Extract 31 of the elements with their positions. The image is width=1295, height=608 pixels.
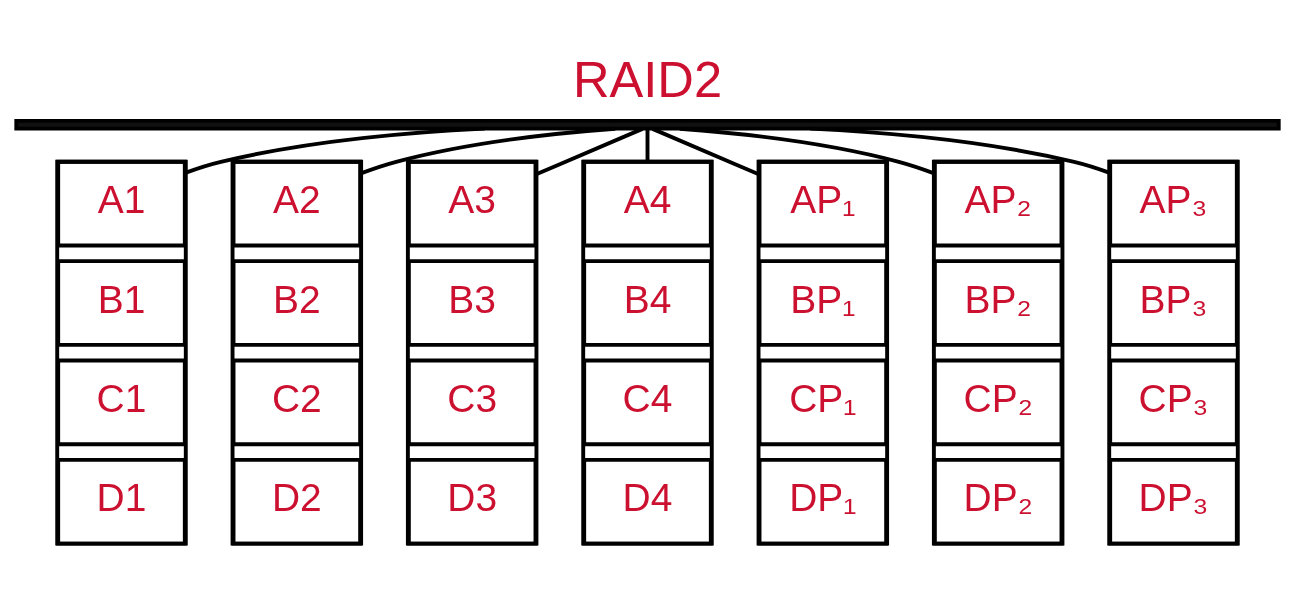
- node-box: BP₂: [932, 259, 1064, 347]
- node-box: B2: [231, 259, 363, 347]
- node-box: CP₃: [1108, 358, 1239, 447]
- node-box: A2: [231, 159, 363, 248]
- node-box: AP₂: [932, 159, 1064, 248]
- node-box: D2: [231, 457, 363, 546]
- node-box: B3: [406, 259, 538, 347]
- node-box: CP₂: [932, 358, 1064, 447]
- node-box: B1: [56, 259, 187, 347]
- node-box: B4: [582, 259, 713, 347]
- node-box: C3: [406, 358, 538, 447]
- node-box: D1: [56, 457, 187, 546]
- diagram-title: RAID2: [572, 51, 723, 109]
- node-box: AP₁: [757, 159, 889, 248]
- node-box: D3: [406, 457, 538, 546]
- node-box: CP₁: [757, 358, 889, 447]
- node-box: D4: [582, 457, 713, 546]
- node-box: BP₃: [1108, 259, 1239, 347]
- node-box: C2: [231, 358, 363, 447]
- node-box: A3: [406, 159, 538, 248]
- node-bar: [14, 118, 1281, 131]
- node-box: C4: [582, 358, 713, 447]
- node-box: DP₂: [932, 457, 1064, 546]
- node-box: C1: [56, 358, 187, 447]
- node-box: A4: [582, 159, 713, 248]
- node-box: DP₁: [757, 457, 889, 546]
- node-box: DP₃: [1108, 457, 1239, 546]
- node-box: A1: [56, 159, 187, 248]
- node-box: AP₃: [1108, 159, 1239, 248]
- node-box: BP₁: [757, 259, 889, 347]
- connector: [645, 129, 650, 162]
